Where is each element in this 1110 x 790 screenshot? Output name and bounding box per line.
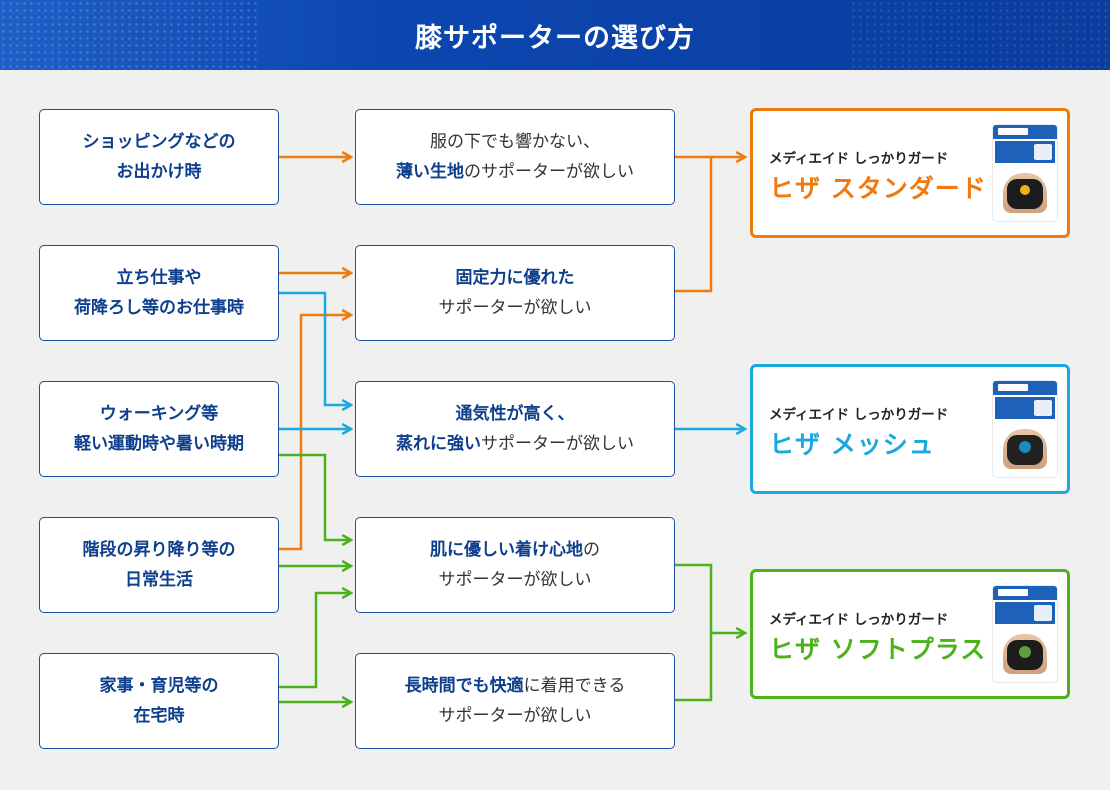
- product-package-image: [993, 586, 1057, 682]
- product-brand: メディエイド しっかりガード: [769, 612, 949, 628]
- product-package-image: [993, 125, 1057, 221]
- join-orange: [675, 155, 713, 293]
- product-brand: メディエイド しっかりガード: [769, 151, 949, 167]
- arrow-stairs-to-fixation: [279, 308, 354, 551]
- product-mesh[interactable]: メディエイド しっかりガード ヒザ メッシュ: [750, 364, 1070, 494]
- scene-standing-work: 立ち仕事や 荷降ろし等のお仕事時: [39, 245, 279, 341]
- product-softplus[interactable]: メディエイド しっかりガード ヒザ ソフトプラス: [750, 569, 1070, 699]
- header-banner: 膝サポーターの選び方: [0, 0, 1110, 70]
- product-name: ヒザ スタンダード: [769, 174, 987, 203]
- need-skin-friendly: 肌に優しい着け心地の サポーターが欲しい: [355, 517, 675, 613]
- arrow-home-to-skin: [279, 586, 354, 689]
- product-name: ヒザ ソフトプラス: [769, 635, 987, 664]
- need-long-wear: 長時間でも快適に着用できる サポーターが欲しい: [355, 653, 675, 749]
- need-thin-fabric: 服の下でも響かない、 薄い生地のサポーターが欲しい: [355, 109, 675, 205]
- join-green: [675, 563, 713, 702]
- scene-home: 家事・育児等の 在宅時: [39, 653, 279, 749]
- product-brand: メディエイド しっかりガード: [769, 407, 949, 423]
- product-standard[interactable]: メディエイド しっかりガード ヒザ スタンダード: [750, 108, 1070, 238]
- scene-stairs: 階段の昇り降り等の 日常生活: [39, 517, 279, 613]
- page-title: 膝サポーターの選び方: [415, 22, 695, 54]
- scene-walking: ウォーキング等 軽い運動時や暑い時期: [39, 381, 279, 477]
- arrow-walking-to-skin: [279, 453, 354, 547]
- arrow-work-to-breathable: [279, 291, 354, 412]
- product-name: ヒザ メッシュ: [769, 430, 935, 459]
- need-fixation: 固定力に優れた サポーターが欲しい: [355, 245, 675, 341]
- need-breathable: 通気性が高く、 蒸れに強いサポーターが欲しい: [355, 381, 675, 477]
- product-package-image: [993, 381, 1057, 477]
- scene-shopping: ショッピングなどの お出かけ時: [39, 109, 279, 205]
